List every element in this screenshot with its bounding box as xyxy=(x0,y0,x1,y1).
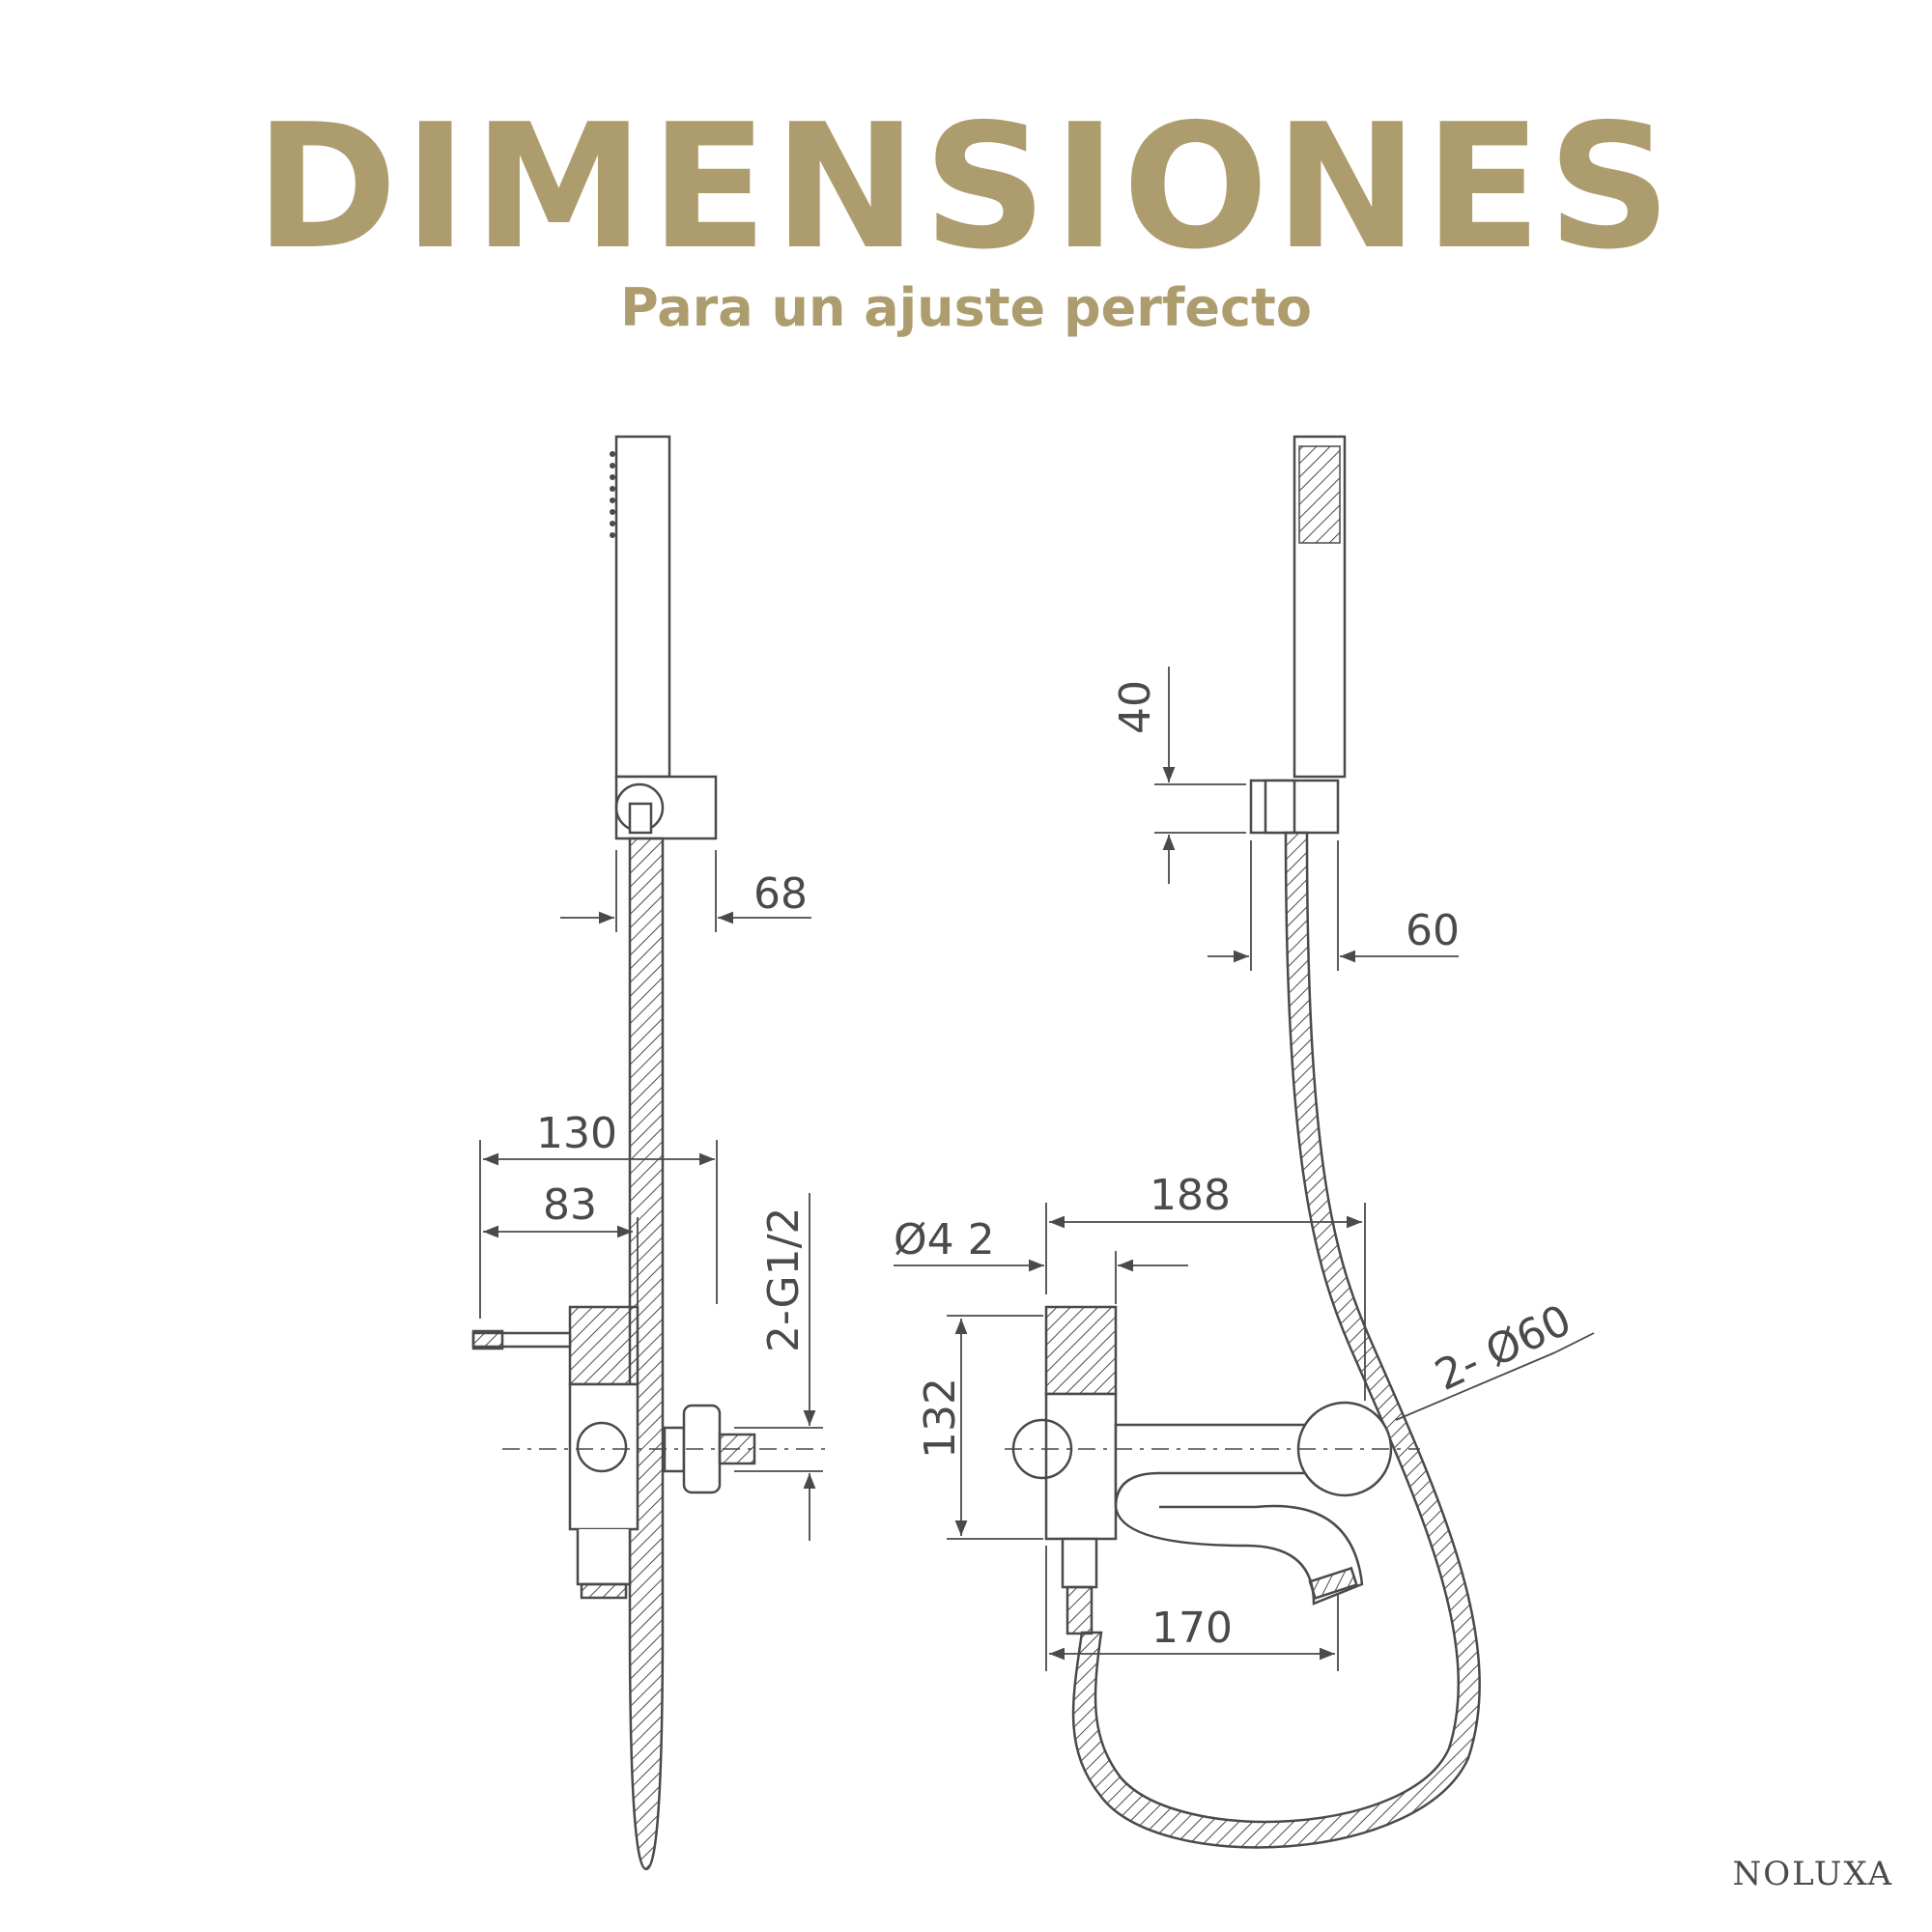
dim-68: 68 xyxy=(753,869,808,919)
shower-face-grid xyxy=(1298,445,1341,544)
hand-shower-side xyxy=(614,435,671,779)
dim-170: 170 xyxy=(1151,1604,1233,1653)
dim-188: 188 xyxy=(1150,1171,1231,1220)
dim-83: 83 xyxy=(543,1180,597,1230)
side-view-dimensions xyxy=(479,850,823,1541)
dim-o42: Ø4 2 xyxy=(894,1215,995,1264)
dim-130: 130 xyxy=(536,1109,617,1158)
page-subtitle: Para un ajuste perfecto xyxy=(620,277,1312,338)
front-view xyxy=(1005,435,1481,1849)
dim-2g12: 2-G1/2 xyxy=(759,1208,809,1352)
dim-40: 40 xyxy=(1111,680,1160,734)
mixer-body-side xyxy=(568,1305,639,1386)
brand-logo: NOLUXA xyxy=(1732,1855,1893,1893)
dim-132: 132 xyxy=(916,1378,965,1459)
dim-2o60: 2- Ø60 xyxy=(1428,1295,1578,1401)
front-view-dimensions xyxy=(894,667,1595,1671)
hose-side xyxy=(628,837,665,1871)
spout-side xyxy=(576,1529,632,1586)
shower-nozzles-side xyxy=(610,451,615,538)
hose-connector-front xyxy=(1061,1537,1098,1589)
side-view xyxy=(471,435,831,1871)
mixer-body-front xyxy=(1044,1305,1118,1396)
page-title: DIMENSIONES xyxy=(254,87,1678,287)
hose-front xyxy=(1071,831,1481,1849)
dim-60: 60 xyxy=(1406,906,1460,955)
